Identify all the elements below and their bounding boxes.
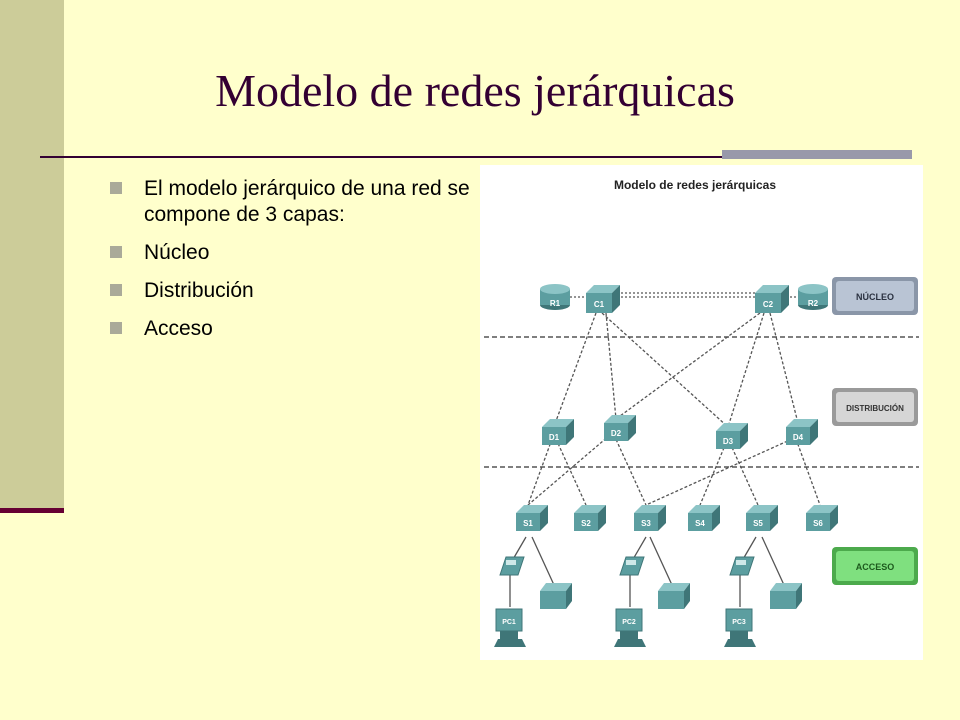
pc-pc1: PC1	[494, 608, 526, 647]
link	[527, 438, 553, 506]
sidebar-accent-line	[0, 508, 64, 513]
link	[729, 442, 759, 506]
switch-label: D3	[723, 437, 734, 446]
link	[649, 536, 673, 586]
ip-phone-icon	[729, 556, 755, 576]
network-diagram: Modelo de redes jerárquicas	[480, 165, 923, 660]
layer-label-distribution: DISTRIBUCIÓN	[832, 388, 918, 426]
link	[613, 434, 647, 506]
link	[769, 312, 799, 424]
title-underline-accent	[722, 150, 912, 159]
layer-label-text: DISTRIBUCIÓN	[846, 404, 904, 413]
link	[761, 536, 785, 586]
link	[527, 434, 611, 506]
printer-icon	[770, 583, 802, 609]
ip-phone-icon	[619, 556, 645, 576]
diagram-title: Modelo de redes jerárquicas	[614, 178, 776, 192]
links	[509, 292, 821, 607]
access-switch-s6: S6	[806, 505, 838, 531]
switch-label: C1	[594, 300, 605, 309]
square-bullet-icon	[110, 284, 122, 296]
switch-label: C2	[763, 300, 774, 309]
access-switch-s1: S1	[516, 505, 548, 531]
layer-label-text: NÚCLEO	[856, 291, 894, 302]
switch-label: D2	[611, 429, 622, 438]
switch-label: D1	[549, 433, 560, 442]
switch-label: S1	[523, 519, 533, 528]
router-r1: R1	[540, 284, 570, 310]
link	[555, 312, 597, 422]
link	[699, 442, 727, 506]
access-switch-s5: S5	[746, 505, 778, 531]
distribution-switch-d1: D1	[542, 419, 574, 445]
bullet-item: Distribución	[110, 278, 490, 304]
link	[615, 312, 761, 420]
switch-label: S3	[641, 519, 651, 528]
pc-label: PC3	[732, 619, 746, 626]
switch-label: D4	[793, 433, 804, 442]
access-switch-s2: S2	[574, 505, 606, 531]
bullet-item: El modelo jerárquico de una red se compo…	[110, 176, 490, 228]
printer-icon	[658, 583, 690, 609]
core-switch-c1: C1	[586, 285, 620, 313]
access-switch-s3: S3	[634, 505, 666, 531]
switch-label: S6	[813, 519, 823, 528]
switch-label: S4	[695, 519, 705, 528]
router-r2: R2	[798, 284, 828, 310]
bullet-item: Acceso	[110, 316, 490, 342]
link	[605, 312, 617, 420]
pc-label: PC2	[622, 619, 636, 626]
layer-label-core: NÚCLEO	[832, 277, 918, 315]
link	[727, 312, 765, 428]
link	[645, 438, 793, 506]
square-bullet-icon	[110, 182, 122, 194]
bullet-list: El modelo jerárquico de una red se compo…	[110, 176, 490, 354]
square-bullet-icon	[110, 246, 122, 258]
core-switch-c2: C2	[755, 285, 789, 313]
pc-pc3: PC3	[724, 608, 756, 647]
title-underline	[40, 156, 912, 158]
slide-title: Modelo de redes jerárquicas	[215, 65, 735, 116]
pc-label: PC1	[502, 619, 516, 626]
router-label: R1	[550, 299, 561, 308]
distribution-switch-d3: D3	[716, 423, 748, 449]
link	[795, 438, 821, 506]
layer-label-text: ACCESO	[856, 562, 895, 572]
switch-label: S2	[581, 519, 591, 528]
printer-icon	[540, 583, 572, 609]
slide-sidebar	[0, 0, 64, 510]
link	[531, 536, 555, 586]
pc-pc2: PC2	[614, 608, 646, 647]
ip-phone-icon	[499, 556, 525, 576]
link	[601, 312, 729, 428]
link	[555, 438, 587, 506]
bullet-item: Núcleo	[110, 240, 490, 266]
switch-label: S5	[753, 519, 763, 528]
square-bullet-icon	[110, 322, 122, 334]
distribution-switch-d4: D4	[786, 419, 818, 445]
layer-label-access: ACCESO	[832, 547, 918, 585]
access-switch-s4: S4	[688, 505, 720, 531]
router-label: R2	[808, 299, 819, 308]
distribution-switch-d2: D2	[604, 415, 636, 441]
